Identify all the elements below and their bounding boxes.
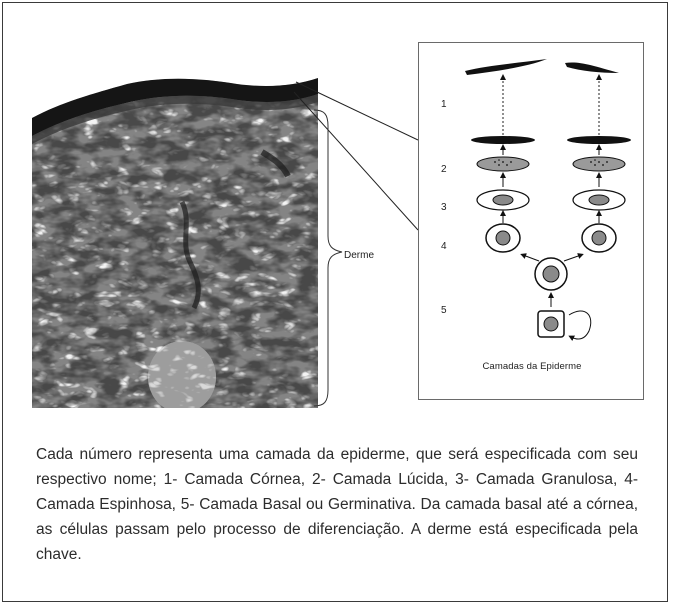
granular-cell-right xyxy=(573,157,625,171)
layer-number-1: 1 xyxy=(441,99,447,110)
corneum-cell-left xyxy=(465,59,547,75)
layer-number-5: 5 xyxy=(441,305,447,316)
derme-label: Derme xyxy=(344,250,374,261)
skin-histology-image xyxy=(32,72,318,408)
panel-caption: Camadas da Epiderme xyxy=(419,361,645,372)
figure-caption: Cada número representa uma camada da epi… xyxy=(36,442,638,567)
lucida-flat-cell-left xyxy=(471,136,535,144)
layer-number-2: 2 xyxy=(441,164,447,175)
corneum-cell-right xyxy=(565,62,619,73)
cell-differentiation-diagram xyxy=(419,43,645,401)
layer-number-4: 4 xyxy=(441,241,447,252)
lucida-flat-cell-right xyxy=(567,136,631,144)
epidermis-layers-panel: 1 2 3 4 5 Camadas da Epiderme xyxy=(418,42,644,400)
granular-cell-left xyxy=(477,157,529,171)
zoom-lines xyxy=(290,80,430,240)
layer-number-3: 3 xyxy=(441,202,447,213)
